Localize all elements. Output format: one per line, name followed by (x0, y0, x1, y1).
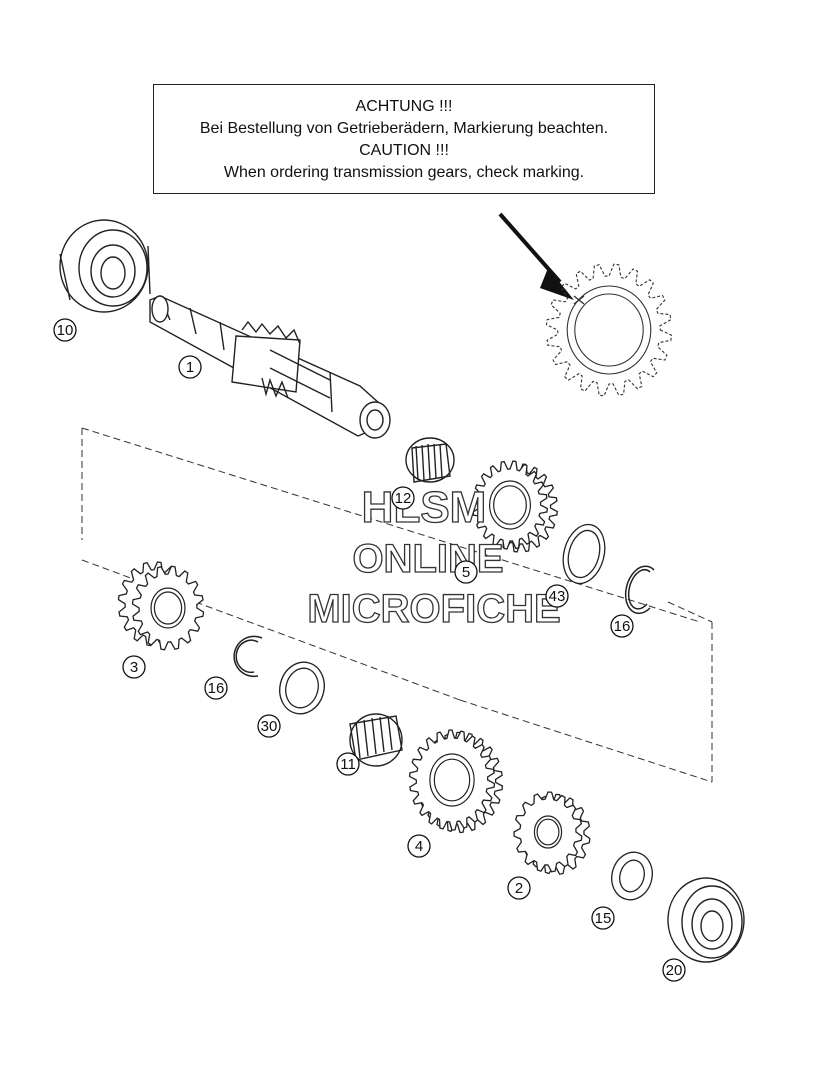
svg-text:15: 15 (595, 910, 612, 927)
notice-line-german-text: Bei Bestellung von Getrieberädern, Marki… (199, 120, 609, 137)
needle-bearing-part-12 (405, 437, 455, 483)
svg-text:10: 10 (57, 322, 74, 339)
gear-part-5 (472, 460, 558, 553)
svg-text:1: 1 (186, 359, 194, 376)
part-callout-2[interactable]: 2 (507, 876, 531, 900)
marking-arrow (498, 212, 574, 300)
main-shaft-part-1 (149, 295, 391, 439)
part-callout-1[interactable]: 1 (178, 355, 202, 379)
svg-text:30: 30 (261, 718, 278, 735)
bearing-part-10 (59, 219, 151, 313)
part-callout-10[interactable]: 10 (53, 318, 77, 342)
snap-ring-part-16-upper (624, 565, 655, 615)
svg-text:16: 16 (208, 680, 225, 697)
notice-line-english-warning: CAUTION !!! (359, 142, 449, 159)
svg-text:16: 16 (614, 618, 631, 635)
part-callout-4[interactable]: 4 (407, 834, 431, 858)
part-callout-43[interactable]: 43 (545, 584, 569, 608)
thrust-washer-part-15 (611, 851, 653, 901)
part-callout-5[interactable]: 5 (454, 560, 478, 584)
bearing-part-20 (667, 877, 745, 963)
part-callout-3[interactable]: 3 (122, 655, 146, 679)
snap-ring-part-16-lower (233, 635, 263, 678)
notice-line-english-text: When ordering transmission gears, check … (223, 164, 585, 181)
part-callout-16-lower[interactable]: 16 (204, 676, 228, 700)
part-callout-30[interactable]: 30 (257, 714, 281, 738)
needle-bearing-part-11 (349, 713, 403, 767)
watermark: HLSM ONLINE MICROFICHE (307, 482, 562, 631)
svg-text:43: 43 (549, 588, 566, 605)
thrust-washer-part-43 (562, 523, 606, 585)
svg-text:3: 3 (130, 659, 138, 676)
reference-gear-marking-detail (545, 263, 673, 397)
part-callout-12[interactable]: 12 (391, 486, 415, 510)
part-callout-16-upper[interactable]: 16 (610, 614, 634, 638)
svg-text:2: 2 (515, 880, 523, 897)
svg-text:5: 5 (462, 564, 470, 581)
svg-text:12: 12 (395, 490, 412, 507)
svg-text:20: 20 (666, 962, 683, 979)
gear-part-4 (408, 729, 504, 834)
part-callout-20[interactable]: 20 (662, 958, 686, 982)
svg-text:11: 11 (340, 756, 356, 773)
watermark-line-1: HLSM (362, 483, 487, 532)
part-callout-11[interactable]: 11 (336, 752, 360, 776)
thrust-washer-part-30 (279, 661, 325, 715)
gear-part-2 (513, 791, 591, 875)
svg-text:4: 4 (415, 838, 423, 855)
ordering-notice-box: ACHTUNG !!! Bei Bestellung von Getrieber… (153, 84, 655, 194)
gear-part-3 (117, 561, 205, 651)
watermark-line-3: MICROFICHE (307, 587, 560, 631)
watermark-line-2: ONLINE (352, 537, 503, 581)
notice-line-german-warning: ACHTUNG !!! (355, 98, 453, 115)
part-callout-15[interactable]: 15 (591, 906, 615, 930)
